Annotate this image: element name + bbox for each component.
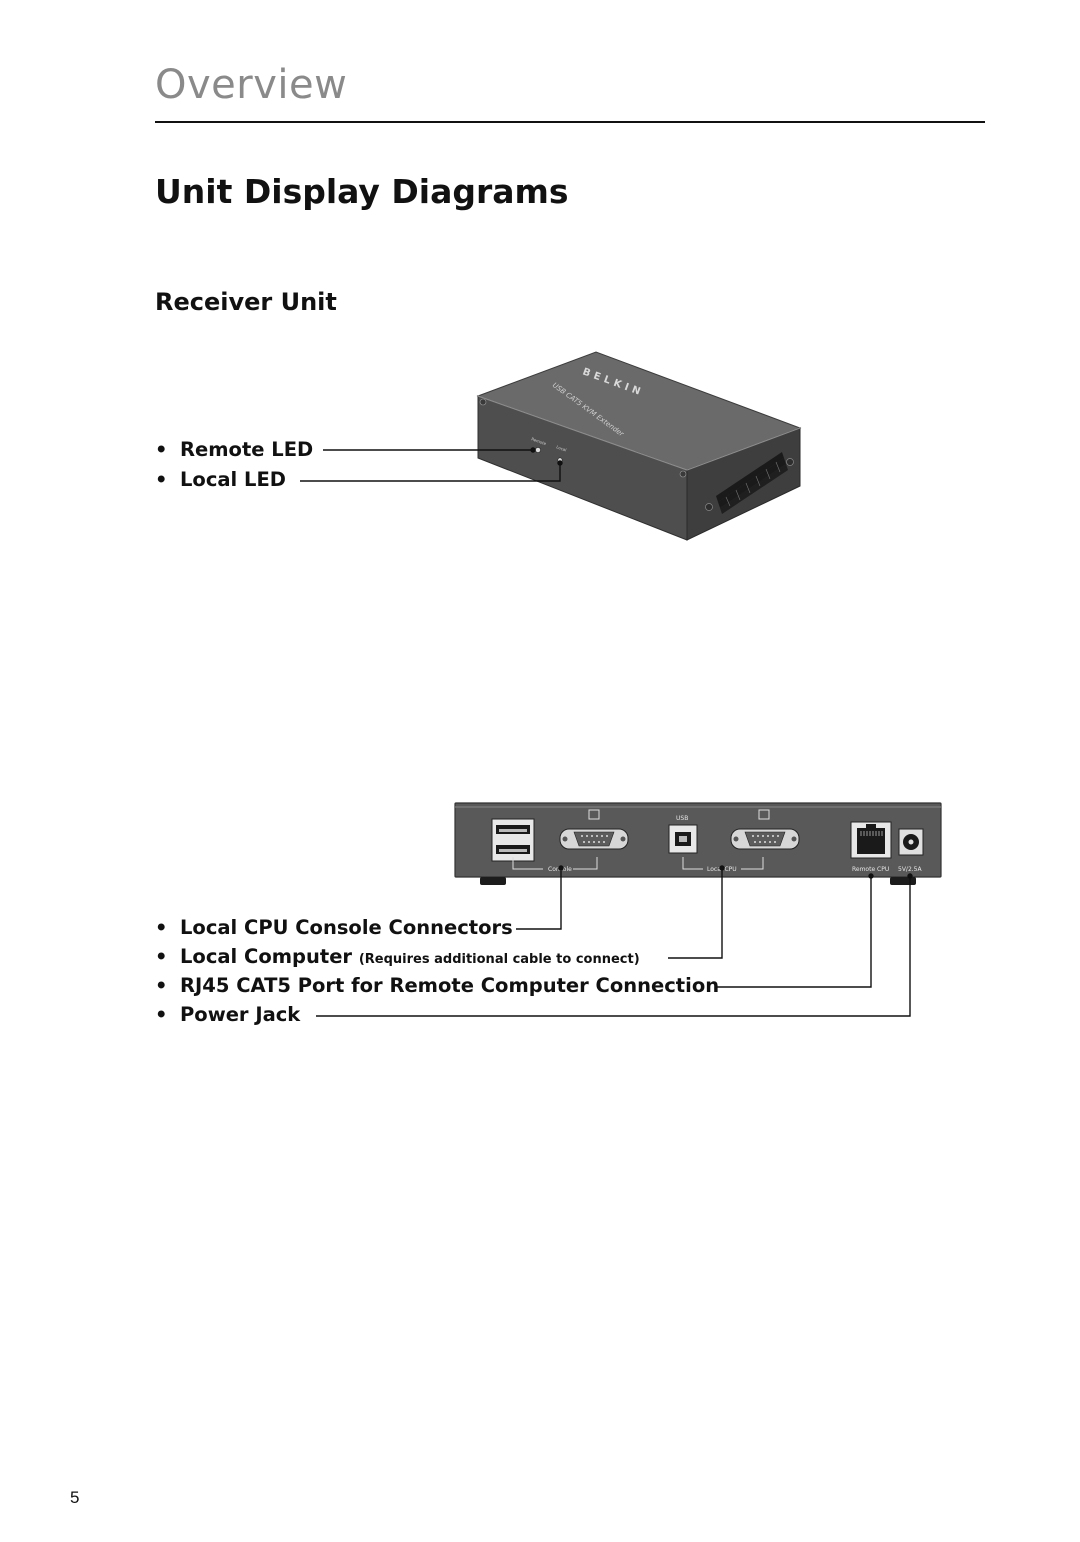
bullet: • [155,1003,168,1026]
bullet: • [155,438,168,461]
callout-power-jack: • Power Jack [155,1003,300,1027]
callout-rj45-port: • RJ45 CAT5 Port for Remote Computer Conn… [155,974,719,998]
callout-label: Power Jack [180,1003,301,1026]
receiver-rear-illustration: Console USB Local CPU [316,802,942,1017]
bullet: • [155,916,168,939]
bullet: • [155,945,168,968]
power-jack: 5V/2.5A [898,828,924,873]
rubber-foot [890,877,916,885]
callout-local-led: • Local LED [155,468,286,492]
bullet: • [155,974,168,997]
leader-lines-front [300,447,563,482]
remote-cpu-label: Remote CPU [852,866,889,873]
usb-label: USB [676,815,688,822]
rj45-port: Remote CPU [850,821,892,873]
remote-led [535,447,541,453]
rubber-foot [480,877,506,885]
led-label-local: Local [556,444,567,452]
usb-a-ports [491,818,535,862]
receiver-front-illustration: BELKIN USB CAT5 KVM Extender Remote Loca… [300,351,802,541]
callout-label: Local Computer [180,945,353,968]
led-label-remote: Remote [531,436,548,446]
callout-remote-led: • Remote LED [155,438,313,462]
callout-label: Remote LED [180,438,314,461]
callout-label: Local LED [180,468,286,491]
callout-local-computer: • Local Computer (Requires additional cab… [155,945,640,972]
receiver-unit-heading: Receiver Unit [155,288,337,316]
section-title: Overview [155,62,348,108]
power-label: 5V/2.5A [898,866,922,873]
callout-console-connectors: • Local CPU Console Connectors [155,916,513,940]
console-vga-port: Console [512,809,629,873]
vent-grille [716,452,788,514]
callout-label: RJ45 CAT5 Port for Remote Computer Conne… [180,974,720,997]
page-heading: Unit Display Diagrams [155,172,569,211]
usb-b-port: USB [668,815,698,854]
header-rule [155,121,985,123]
page-number: 5 [70,1488,80,1507]
leader-lines-rear [316,865,913,1017]
bullet: • [155,468,168,491]
screw-icon [479,398,794,511]
callout-note: (Requires additional cable to connect) [358,952,640,967]
callout-label: Local CPU Console Connectors [180,916,513,939]
